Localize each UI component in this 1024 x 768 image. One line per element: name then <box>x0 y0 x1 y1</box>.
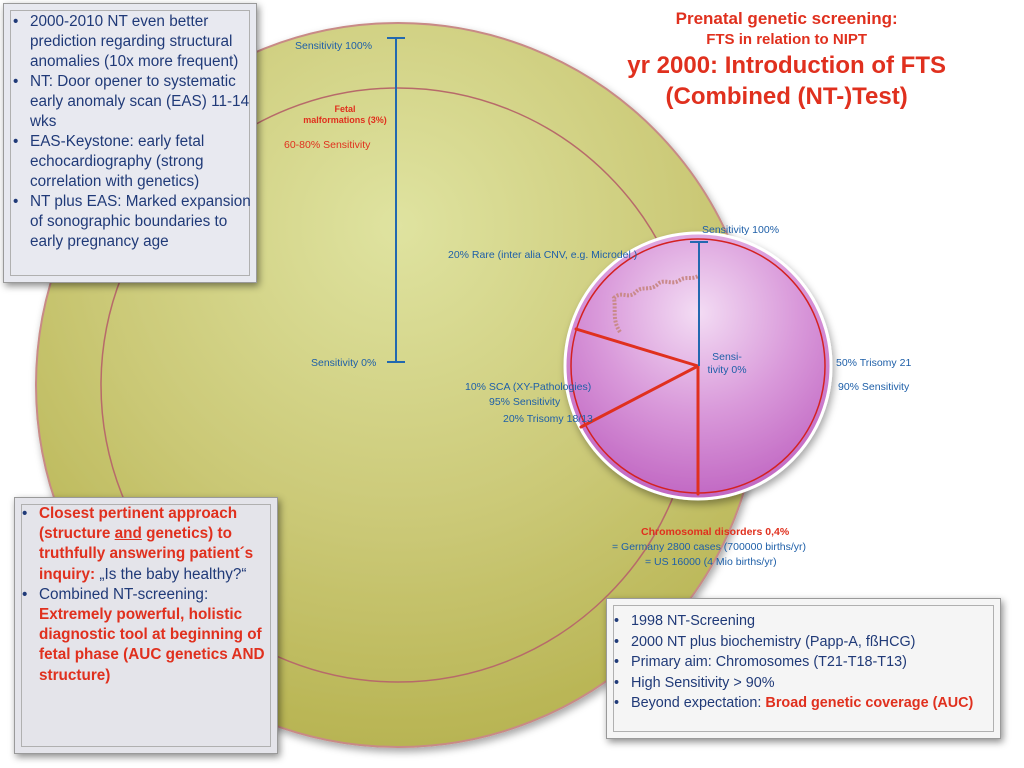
approach-box: •Closest pertinent approach (structure a… <box>14 497 278 754</box>
chromosomal-us-label: = US 16000 (4 Mio births/yr) <box>645 556 777 568</box>
nt-benefits-list: •2000-2010 NT even better prediction reg… <box>8 12 256 252</box>
approach-and: and <box>114 525 142 543</box>
chromosomal-germany-label: = Germany 2800 cases (700000 births/yr) <box>612 541 807 553</box>
slide-title: Prenatal genetic screening: FTS in relat… <box>627 8 946 112</box>
title-line-4: (Combined (NT-)Test) <box>665 83 908 110</box>
list-item-text: 2000-2010 NT even better prediction rega… <box>30 13 239 70</box>
fetal-line-2: malformations (3%) <box>303 115 387 126</box>
list-item: •NT: Door opener to systematic early ano… <box>13 73 250 130</box>
list-item: •NT plus EAS: Marked expansion of sonogr… <box>13 193 251 250</box>
title-line-1: Prenatal genetic screening: <box>675 9 898 28</box>
title-line-3: yr 2000: Introduction of FTS <box>627 52 946 79</box>
rare-label: 20% Rare (inter alia CNV, e.g. Microdel.… <box>448 249 638 261</box>
list-item-text: High Sensitivity > 90% <box>631 674 775 691</box>
box-inner-border <box>21 504 271 747</box>
fetal-malformations-label: Fetal malformations (3%) <box>290 104 400 127</box>
list-item-text: NT: Door opener to systematic early anom… <box>30 73 250 130</box>
approach-text: Closest pertinent approach (structure <box>39 505 238 543</box>
list-item-text: Beyond expectation: <box>631 695 762 711</box>
list-item: •EAS-Keystone: early fetal echocardiogra… <box>13 133 205 190</box>
list-item-text: Primary aim: Chromosomes (T21-T18-T13) <box>631 654 907 670</box>
fetal-sensitivity-label: 60-80% Sensitivity <box>284 139 371 151</box>
list-item: •2000 NT plus biochemistry (Papp-A, fßHC… <box>614 633 916 650</box>
combined-screening-intro: Combined NT-screening: <box>39 585 209 603</box>
small-sensitivity-100-label: Sensitivity 100% <box>702 224 780 236</box>
rare-wavy-line <box>611 274 700 334</box>
list-item-text: NT plus EAS: Marked expansion of sonogra… <box>30 193 251 250</box>
trisomy21-sensitivity-label: 90% Sensitivity <box>838 381 910 393</box>
list-item: •High Sensitivity > 90% <box>614 674 775 691</box>
pie-segment-lines <box>574 327 700 496</box>
large-sensitivity-0-label: Sensitivity 0% <box>311 357 377 369</box>
approach-list: •Closest pertinent approach (structure a… <box>17 504 277 686</box>
list-item-text: 1998 NT-Screening <box>631 613 755 629</box>
sca-sensitivity-label: 95% Sensitivity <box>489 396 561 408</box>
list-item: •Beyond expectation: Broad genetic cover… <box>614 695 974 711</box>
timeline-list: •1998 NT-Screening •2000 NT plus biochem… <box>609 611 973 714</box>
trisomy1813-label: 20% Trisomy 18/13 <box>503 413 593 425</box>
sens-line-2: tivity 0% <box>707 364 747 377</box>
chromosomal-disorders-label: Chromosomal disorders 0,4% <box>641 526 790 538</box>
fetal-line-1: Fetal <box>334 104 356 114</box>
sca-label: 10% SCA (XY-Pathologies) <box>465 381 592 393</box>
list-item: •2000-2010 NT even better prediction reg… <box>13 13 239 70</box>
coverage-highlight: Broad genetic coverage (AUC) <box>765 695 974 711</box>
box-inner-border <box>10 10 250 276</box>
patient-question: „Is the baby healthy?“ <box>99 565 247 583</box>
list-item-text: 2000 NT plus biochemistry (Papp-A, fßHCG… <box>631 633 916 650</box>
small-sensitivity-bar <box>690 241 708 366</box>
list-item: •Closest pertinent approach (structure a… <box>22 505 254 583</box>
list-item: •1998 NT-Screening <box>614 613 755 629</box>
small-sensitivity-0-label: Sensi- tivity 0% <box>706 351 748 377</box>
list-item: •Combined NT-screening: Extremely powerf… <box>22 585 265 684</box>
sens-line-1: Sensi- <box>712 351 742 363</box>
trisomy21-label: 50% Trisomy 21 <box>836 357 912 369</box>
timeline-box: •1998 NT-Screening •2000 NT plus biochem… <box>606 598 1001 739</box>
large-sensitivity-bar <box>387 37 405 363</box>
combined-screening-text: Extremely powerful, holistic diagnostic … <box>39 606 265 684</box>
approach-rest: genetics) to truthfully answering patien… <box>39 525 254 583</box>
box-inner-border <box>613 605 994 732</box>
large-sensitivity-100-label: Sensitivity 100% <box>295 40 373 52</box>
title-line-2: FTS in relation to NIPT <box>706 31 868 48</box>
nt-benefits-box: •2000-2010 NT even better prediction reg… <box>3 3 257 283</box>
list-item-text: EAS-Keystone: early fetal echocardiograp… <box>30 133 205 190</box>
list-item: •Primary aim: Chromosomes (T21-T18-T13) <box>614 654 907 670</box>
